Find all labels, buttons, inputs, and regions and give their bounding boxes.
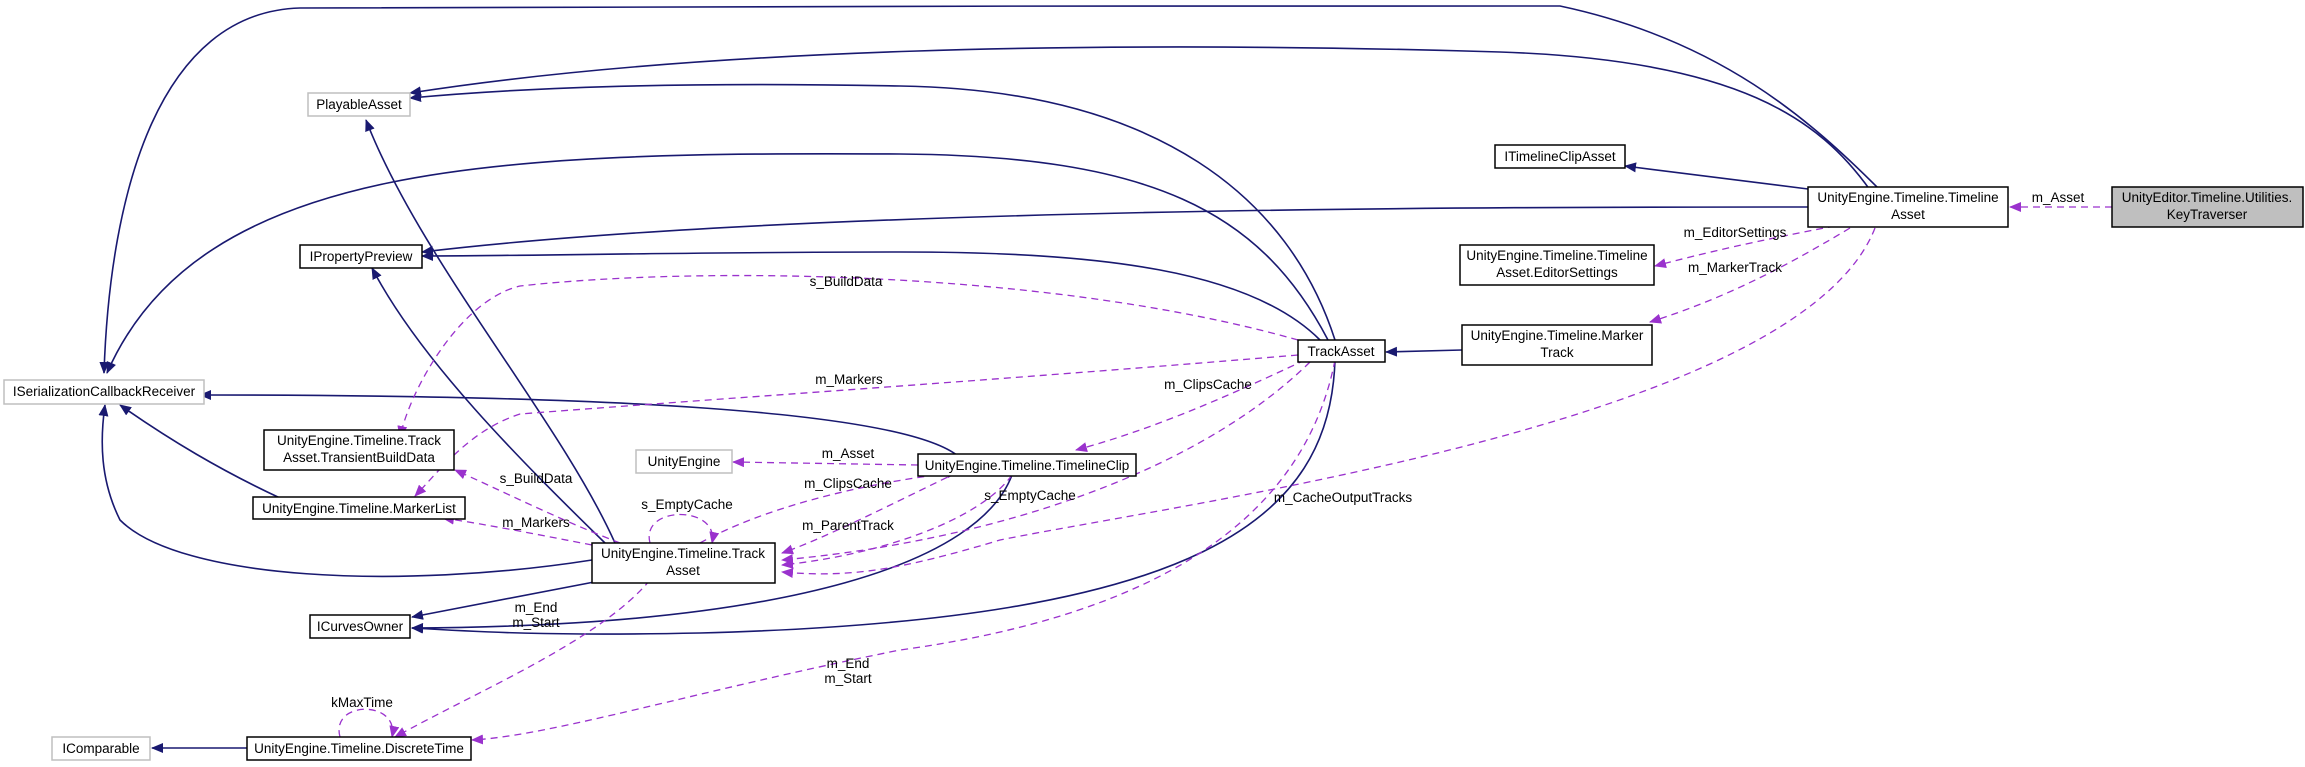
edge-timelineclip-trackasset <box>781 471 959 555</box>
edge-trackasset-self <box>648 514 720 544</box>
node-itimelineclipasset[interactable]: ITimelineClipAsset <box>1494 144 1626 169</box>
edge-trackassetbase-discretetime <box>471 359 1336 745</box>
node-editorsettings[interactable]: UnityEngine.Timeline.Timeline Asset.Edit… <box>1459 244 1655 286</box>
node-markertrack-line1: UnityEngine.Timeline.Marker <box>1471 328 1644 343</box>
label-m-end-b: m_End <box>827 656 870 671</box>
edge-trackassetbase-ipropertypreview <box>421 250 1321 341</box>
edge-trackassetbase-playableasset <box>409 83 1336 341</box>
edge-discretetime-self <box>338 708 400 738</box>
edge-timelineasset-ipropertypreview <box>421 206 1809 256</box>
node-discretetime-label: UnityEngine.Timeline.DiscreteTime <box>254 741 464 756</box>
label-m-markers-top: m_Markers <box>815 372 883 387</box>
edge-timelineclip-iserialization <box>199 390 959 457</box>
edge-trackassetbase-transientbuilddata <box>397 274 1299 438</box>
label-m-asset-key: m_Asset <box>2032 190 2085 205</box>
label-s-emptycache-clip: s_EmptyCache <box>984 488 1076 503</box>
label-m-end-a: m_End <box>515 600 558 615</box>
edge-trackassetbase-markerlist <box>414 354 1299 497</box>
node-keytraverser[interactable]: UnityEditor.Timeline.Utilities. KeyTrave… <box>2111 186 2304 228</box>
node-keytraverser-line1: UnityEditor.Timeline.Utilities. <box>2122 190 2293 205</box>
label-s-builddata: s_BuildData <box>500 471 573 486</box>
label-m-clipscache-top: m_ClipsCache <box>1164 377 1252 392</box>
label-m-asset-clip: m_Asset <box>822 446 875 461</box>
node-icomparable[interactable]: IComparable <box>51 736 151 761</box>
node-itimelineclipasset-label: ITimelineClipAsset <box>1504 149 1616 164</box>
node-editorsettings-line2: Asset.EditorSettings <box>1496 265 1618 280</box>
edge-timelineasset-markertrack <box>1649 227 1851 324</box>
label-m-parenttrack: m_ParentTrack <box>802 518 894 533</box>
edge-trackasset-markerlist <box>442 514 593 546</box>
edge-markertrack-trackasset <box>1385 346 1463 357</box>
edge-timelineclip-trackasset-emptycache <box>781 474 1013 569</box>
edge-timelineclip-icurvesowner <box>411 474 1013 633</box>
edge-timelineclip-unityengine <box>732 457 919 468</box>
node-markertrack-line2: Track <box>1540 345 1573 360</box>
edge-trackasset-playableasset <box>365 119 616 544</box>
edge-timelineasset-trackasset <box>781 227 1876 578</box>
node-ipropertypreview[interactable]: IPropertyPreview <box>299 244 423 269</box>
edge-trackasset-ipropertypreview <box>371 267 606 544</box>
node-iserialization-label: ISerializationCallbackReceiver <box>13 384 196 399</box>
label-s-builddata-top: s_BuildData <box>810 274 883 289</box>
node-trackasset-base[interactable]: TrackAsset <box>1297 339 1386 363</box>
node-discretetime[interactable]: UnityEngine.Timeline.DiscreteTime <box>246 736 472 761</box>
node-playableasset-label: PlayableAsset <box>316 97 402 112</box>
edge-trackassetbase-iserialization <box>106 152 1329 374</box>
node-timelineasset[interactable]: UnityEngine.Timeline.Timeline Asset <box>1807 186 2009 228</box>
node-trackasset-line1: UnityEngine.Timeline.Track <box>601 546 765 561</box>
usage-edges <box>338 202 2112 745</box>
label-m-clipscache: m_ClipsCache <box>804 476 892 491</box>
node-timelineasset-line1: UnityEngine.Timeline.Timeline <box>1817 190 1998 205</box>
node-transientbuilddata-line1: UnityEngine.Timeline.Track <box>277 433 441 448</box>
node-trackasset-line2: Asset <box>666 563 700 578</box>
node-ipropertypreview-label: IPropertyPreview <box>310 249 413 264</box>
node-transientbuilddata[interactable]: UnityEngine.Timeline.Track Asset.Transie… <box>263 429 455 471</box>
node-unityengine[interactable]: UnityEngine <box>635 449 733 474</box>
edge-timelineasset-playableasset <box>409 46 1871 191</box>
label-m-markertrack: m_MarkerTrack <box>1688 260 1782 275</box>
node-icomparable-label: IComparable <box>62 741 139 756</box>
node-playableasset[interactable]: PlayableAsset <box>307 92 411 117</box>
node-trackasset-base-label: TrackAsset <box>1307 344 1374 359</box>
label-m-editorsettings: m_EditorSettings <box>1684 225 1787 240</box>
inheritance-edges <box>98 5 1881 753</box>
label-m-markers: m_Markers <box>502 515 570 530</box>
node-icurvesowner[interactable]: ICurvesOwner <box>309 614 411 639</box>
node-timelineclip-label: UnityEngine.Timeline.TimelineClip <box>925 458 1130 473</box>
edge-labels: m_Asset m_EditorSettings m_MarkerTrack s… <box>331 190 2084 710</box>
edge-trackassetbase-timelineclip <box>1075 359 1306 452</box>
node-iserialization[interactable]: ISerializationCallbackReceiver <box>3 379 205 405</box>
node-markertrack[interactable]: UnityEngine.Timeline.Marker Track <box>1461 324 1653 366</box>
label-m-start-b: m_Start <box>824 671 872 686</box>
edge-trackasset-iserialization <box>98 404 593 578</box>
node-markerlist-label: UnityEngine.Timeline.MarkerList <box>262 501 456 516</box>
node-unityengine-label: UnityEngine <box>648 454 721 469</box>
label-m-cacheoutputtracks: m_CacheOutputTracks <box>1274 490 1413 505</box>
node-keytraverser-line2: KeyTraverser <box>2167 207 2248 222</box>
node-trackasset[interactable]: UnityEngine.Timeline.Track Asset <box>591 542 776 584</box>
edge-trackasset-timelineclip <box>699 468 959 544</box>
edge-timelineasset-iserialization <box>99 5 1881 374</box>
node-editorsettings-line1: UnityEngine.Timeline.Timeline <box>1466 248 1647 263</box>
edge-timelineasset-itimelineclipasset <box>1624 162 1809 190</box>
label-kmaxtime: kMaxTime <box>331 695 393 710</box>
node-markerlist[interactable]: UnityEngine.Timeline.MarkerList <box>252 496 466 520</box>
edge-timelineasset-editorsettings <box>1654 225 1836 268</box>
edge-trackasset-transientbuilddata <box>454 469 621 544</box>
label-s-emptycache-self: s_EmptyCache <box>641 497 733 512</box>
label-m-start-a: m_Start <box>512 615 560 630</box>
node-timelineclip[interactable]: UnityEngine.Timeline.TimelineClip <box>917 453 1137 477</box>
node-icurvesowner-label: ICurvesOwner <box>317 619 404 634</box>
node-transientbuilddata-line2: Asset.TransientBuildData <box>283 450 435 465</box>
edge-markerlist-iserialization <box>119 404 281 499</box>
node-timelineasset-line2: Asset <box>1891 207 1925 222</box>
edge-trackassetbase-icurvesowner <box>411 359 1336 635</box>
edge-trackasset-icurvesowner <box>411 577 616 620</box>
